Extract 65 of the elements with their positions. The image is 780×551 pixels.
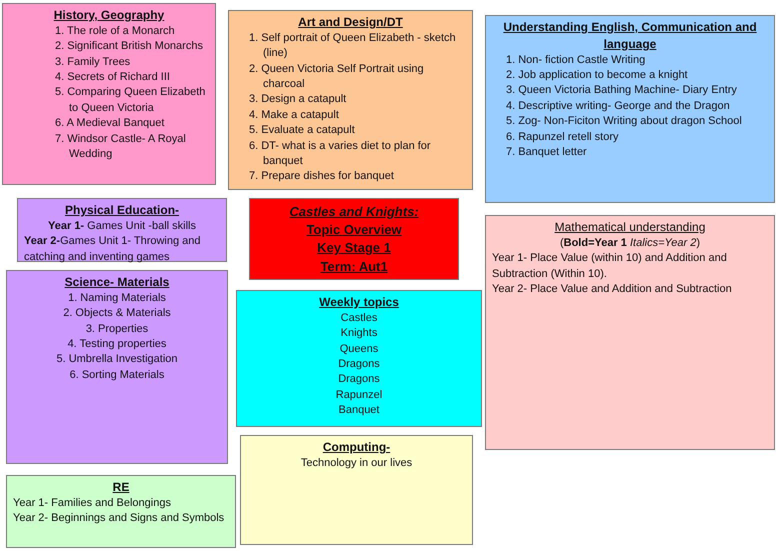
topic-text: 1. Self portrait of Queen Elizabeth - sketch (line): [248, 30, 457, 62]
subject-box: [228, 10, 473, 190]
topic-text: 7. Windsor Castle- A Royal Wedding: [54, 132, 187, 162]
subject-heading: RE: [112, 479, 130, 496]
topic-text: Year 1- Place Value (within 10) and Addition and Subtraction (Within 10).: [492, 251, 728, 282]
title-text: Topic Overview: [305, 221, 403, 240]
topic-text: Knights: [340, 326, 378, 342]
topic-text: 6. Sorting Materials: [68, 368, 166, 383]
subject-box: [6, 270, 228, 464]
topic-text: 3. Design a catapult: [248, 92, 348, 108]
subject-heading: Science- Materials: [64, 274, 170, 291]
topic-text: (Bold=Year 1 Italics=Year 2): [558, 236, 702, 251]
title-text: Castles and Knights:: [288, 203, 420, 221]
topic-text: 2. Significant British Monarchs: [54, 39, 204, 54]
subject-heading: History, Geography: [52, 7, 166, 24]
subject-heading: Understanding English, Communication and language: [502, 19, 758, 53]
topic-text: 4. Make a catapult: [248, 108, 340, 123]
subject-box: [240, 435, 473, 545]
subject-box: [236, 290, 482, 427]
topic-text: Rapunzel: [334, 388, 384, 403]
subject-heading: Weekly topics: [318, 294, 400, 311]
topic-text: Year 2-Games Unit 1- Throwing and catching and inventing games: [24, 234, 202, 265]
topic-text: Year 2- Beginnings and Signs and Symbols: [13, 511, 226, 526]
topic-text: 2. Objects & Materials: [62, 306, 172, 322]
topic-text: 3. Queen Victoria Bathing Machine- Diary Entry: [505, 83, 738, 98]
topic-text: Dragons: [337, 372, 381, 388]
topic-text: Year 2- Place Value and Addition and Subtraction: [492, 282, 733, 297]
topic-text: 2. Queen Victoria Self Portrait using charcoal: [248, 62, 425, 92]
topic-text: 6. A Medieval Banquet: [54, 116, 166, 132]
topic-text: Castles: [340, 310, 378, 326]
title-text: Term: Aut1: [319, 258, 389, 276]
topic-text: 4. Descriptive writing- George and the Dragon: [505, 98, 731, 114]
title-text: Key Stage 1: [316, 239, 392, 258]
subject-box: [17, 198, 227, 262]
topic-text: 5. Comparing Queen Elizabeth to Queen Victoria: [54, 85, 206, 116]
topic-text: Year 1- Games Unit -ball skills: [47, 218, 197, 234]
topic-text: 2. Job application to become a knight: [505, 68, 689, 83]
topic-text: 5. Evaluate a catapult: [248, 123, 356, 138]
topic-text: Queens: [338, 342, 380, 357]
topic-text: Year 1- Families and Belongings: [13, 496, 172, 511]
topic-text: 4. Secrets of Richard III: [54, 70, 171, 85]
subject-heading: Mathematical understanding: [554, 219, 706, 236]
title-box: [249, 198, 459, 280]
topic-text: 1. Naming Materials: [67, 290, 167, 306]
topic-text: 1. Non- fiction Castle Writing: [505, 52, 646, 68]
topic-text: 3. Properties: [84, 322, 150, 337]
topic-text: Banquet: [338, 403, 380, 418]
topic-text: 7. Banquet letter: [505, 144, 588, 160]
topic-text: 4. Testing properties: [66, 336, 168, 352]
topic-text: 1. The role of a Monarch: [54, 24, 176, 39]
subject-heading: Computing-: [322, 439, 392, 456]
subject-box: [485, 15, 775, 203]
topic-text: 7. Prepare dishes for banquet: [248, 169, 395, 184]
subject-heading: Physical Education-: [64, 202, 180, 219]
subject-box: [485, 215, 775, 450]
topic-text: 5. Umbrella Investigation: [55, 352, 179, 368]
topic-text: 6. DT- what is a varies diet to plan for banquet: [248, 138, 432, 169]
topic-text: 5. Zog- Non-Ficiton Writing about dragon School: [505, 114, 743, 130]
topic-text: Technology in our lives: [300, 456, 414, 471]
topic-text: 3. Family Trees: [54, 54, 132, 70]
subject-box: [2, 3, 216, 185]
topic-text: Dragons: [337, 356, 381, 372]
subject-box: [6, 475, 236, 548]
topic-text: 6. Rapunzel retell story: [505, 130, 620, 145]
subject-heading: Art and Design/DT: [297, 14, 404, 31]
